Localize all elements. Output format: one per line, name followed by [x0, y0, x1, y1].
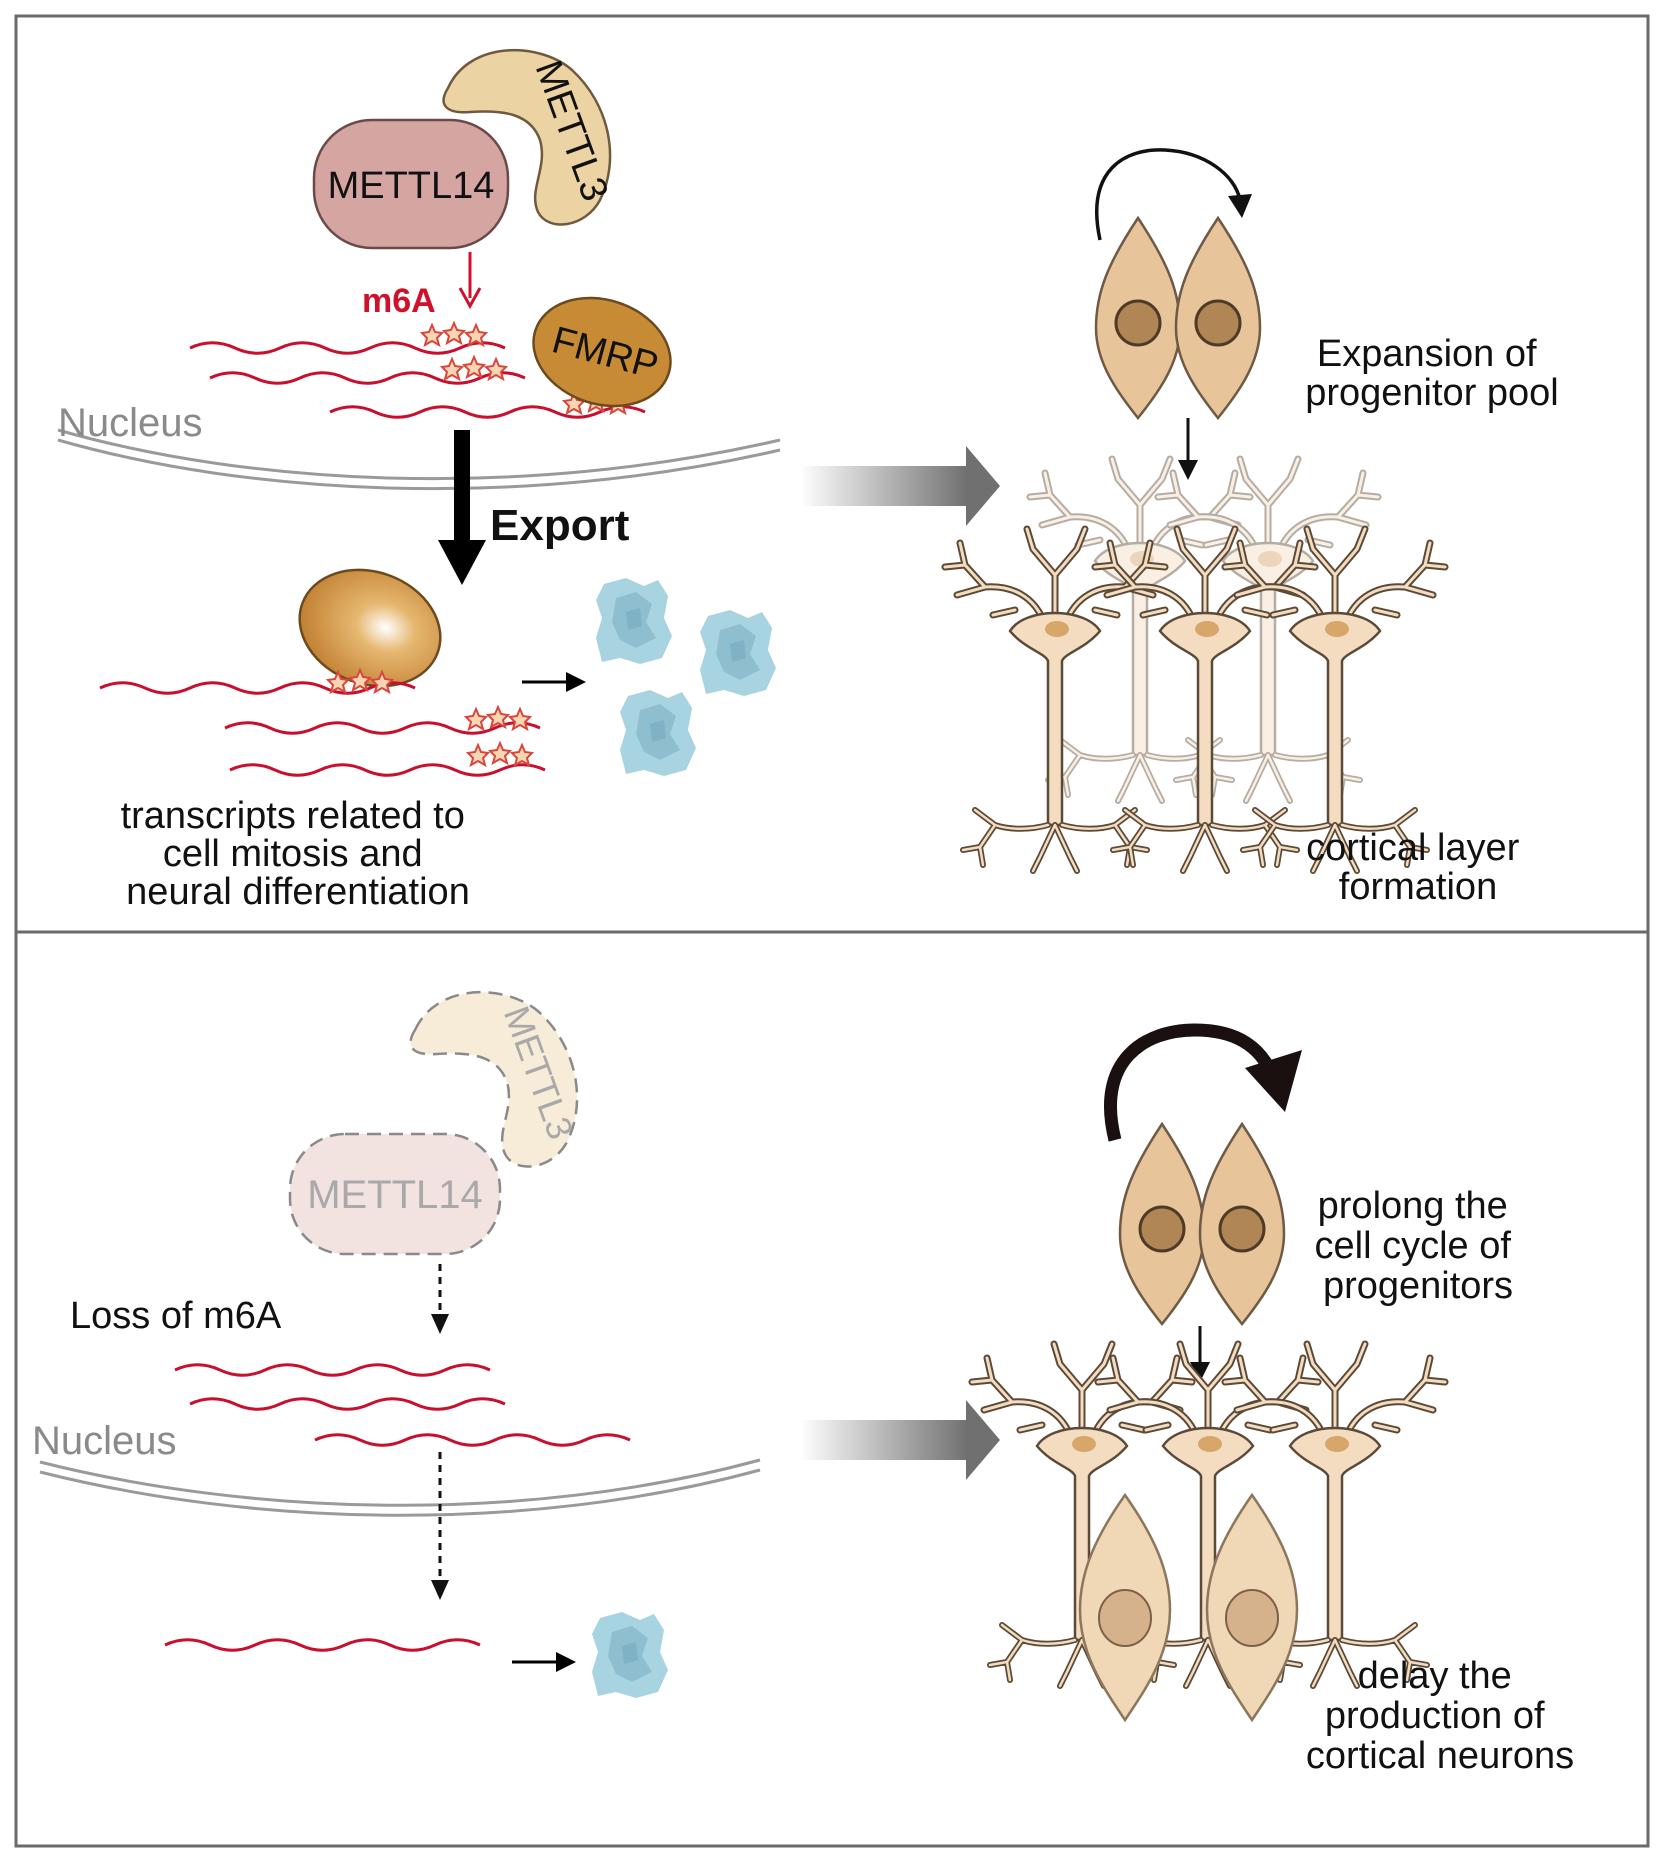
transcripts-line-3: neural differentiation	[126, 871, 470, 913]
reduced-export-arrow	[431, 1452, 449, 1600]
cell-cycle-arrow-top	[1095, 148, 1252, 241]
m6a-arrow	[458, 252, 482, 310]
ribosome-cluster-top	[596, 578, 776, 776]
export-label: Export	[490, 501, 630, 550]
prolong-line-3: progenitors	[1323, 1265, 1513, 1307]
nuclear-membrane	[57, 428, 781, 491]
loss-label: Loss of m6A	[70, 1295, 282, 1337]
export-arrow	[438, 430, 486, 585]
mrna-strands-nucleus-unmodified	[173, 1363, 632, 1447]
transcripts-label: transcripts related to cell mitosis and …	[121, 795, 476, 913]
mettl14-faded-label: METTL14	[307, 1173, 483, 1217]
translation-arrow-bottom	[512, 1652, 576, 1672]
delay-line-1: delay the	[1358, 1655, 1512, 1697]
cortical-label: cortical layer formation	[1306, 827, 1530, 908]
cortical-neurons-top	[945, 459, 1445, 871]
cell-cycle-arrow-bottom	[1104, 1023, 1302, 1142]
cortical-line-2: formation	[1339, 866, 1497, 908]
mettl14-label: METTL14	[328, 165, 495, 207]
nucleus-label-bottom: Nucleus	[32, 1419, 177, 1463]
nucleus-label-top: Nucleus	[58, 401, 203, 445]
no-m6a-arrow	[431, 1264, 449, 1334]
outcome-arrow-top	[800, 446, 1000, 526]
nuclear-membrane-bottom	[39, 1458, 761, 1517]
cortical-line-1: cortical layer	[1306, 827, 1520, 869]
expansion-line-1: Expansion of	[1317, 333, 1537, 375]
delay-line-3: cortical neurons	[1306, 1735, 1574, 1777]
progenitor-pair-bottom	[1118, 1122, 1286, 1326]
m6a-label: m6A	[362, 282, 436, 320]
differentiation-arrow-top	[1178, 418, 1198, 480]
fmrp-protein: FMRP	[532, 296, 672, 408]
fmrp-protein-cytoplasm	[298, 568, 442, 688]
delay-label: delay the production of cortical neurons	[1306, 1655, 1574, 1777]
prolong-label: prolong the cell cycle of progenitors	[1315, 1185, 1522, 1307]
prolong-line-2: cell cycle of	[1315, 1225, 1512, 1267]
translation-arrow-top	[522, 672, 586, 692]
mettl14-enzyme: METTL14	[312, 118, 510, 250]
expansion-label: Expansion of progenitor pool	[1305, 333, 1559, 414]
outcome-arrow-bottom	[800, 1400, 1000, 1480]
transcripts-line-1: transcripts related to	[121, 795, 465, 837]
bottom-panel: METTL3 METTL14 Loss of m6A Nucleus	[32, 990, 1574, 1777]
ribosome-single-bottom	[592, 1612, 668, 1698]
top-panel: METTL3 METTL14 m6A FMRP	[57, 48, 1559, 913]
mettl14-enzyme-faded: METTL14	[288, 1132, 502, 1256]
differentiation-arrow-bottom	[1190, 1326, 1210, 1382]
mrna-strand-cytoplasm-unmodified	[163, 1638, 482, 1652]
transcripts-line-2: cell mitosis and	[163, 833, 423, 875]
m6a-marks-cytoplasm	[328, 670, 532, 765]
progenitor-pair-top	[1094, 216, 1262, 420]
delay-line-2: production of	[1325, 1695, 1545, 1737]
expansion-line-2: progenitor pool	[1305, 372, 1559, 414]
prolong-line-1: prolong the	[1318, 1185, 1508, 1227]
